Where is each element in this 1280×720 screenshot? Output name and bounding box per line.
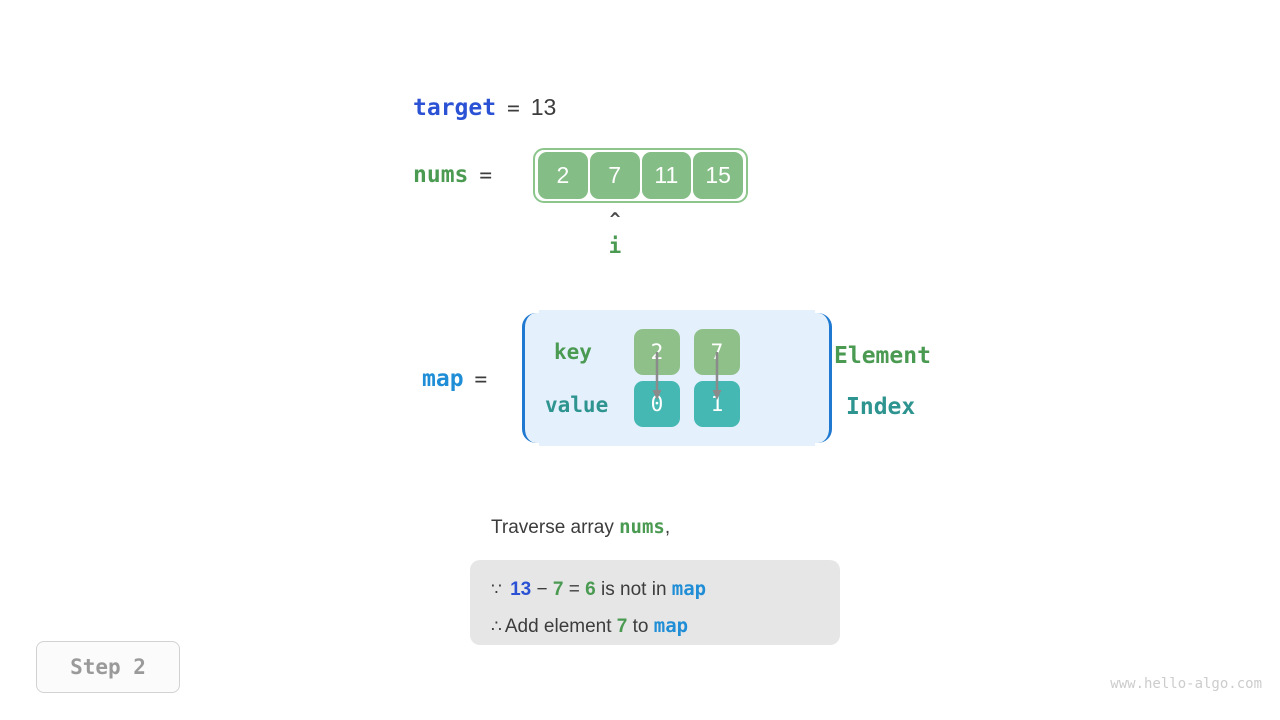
map-key-to-value-arrow-icon (652, 352, 662, 400)
index-pointer-caret-icon: ^ (609, 209, 621, 230)
nums-equals-sign: = (479, 163, 493, 187)
because-symbol-icon: ∵ (491, 580, 502, 599)
map-container-top-mask (539, 310, 815, 315)
therefore-symbol-icon: ∴ (491, 617, 502, 636)
caption-suffix: , (664, 517, 671, 538)
map-key-to-value-arrow-icon (712, 352, 722, 400)
explanation-added-element: 7 (616, 616, 628, 637)
explanation-map-keyword: map (671, 578, 707, 600)
array-cell: 7 (589, 152, 640, 199)
map-index-side-label: Index (846, 394, 916, 420)
explanation-line-2: ∴Add element 7 to map (491, 608, 840, 645)
step-badge: Step 2 (36, 641, 180, 693)
index-pointer-label: i (608, 234, 622, 258)
caption-prefix: Traverse array (491, 517, 620, 538)
explanation-current-element: 7 (552, 579, 564, 600)
map-key-cell: 7 (694, 329, 740, 375)
target-variable-name: target (413, 95, 497, 121)
explanation-complement-value: 6 (585, 579, 596, 600)
watermark: www.hello-algo.com (1110, 676, 1262, 692)
target-equals-sign: = (507, 96, 520, 120)
nums-array-frame: 2 7 11 15 (533, 148, 748, 203)
map-value-row-label: value (545, 393, 609, 417)
nums-variable-name: nums (413, 162, 469, 188)
array-cell: 2 (538, 152, 588, 199)
target-value: 13 (530, 94, 557, 120)
map-equals-sign: = (474, 367, 488, 391)
map-label-group: map = (422, 366, 487, 392)
map-key-row-label: key (554, 340, 592, 364)
explanation-map-keyword: map (653, 615, 689, 637)
array-cell: 11 (641, 152, 692, 199)
explanation-line-1: ∵ 13 − 7 = 6 is not in map (491, 571, 840, 608)
nums-label-wrap: nums = (413, 162, 533, 188)
target-row: target = 13 (413, 94, 556, 121)
explanation-box: ∵ 13 − 7 = 6 is not in map ∴Add element … (470, 560, 840, 645)
caption-line: Traverse array nums, (491, 516, 670, 539)
caption-nums-keyword: nums (619, 516, 665, 538)
map-element-side-label: Element (834, 343, 931, 369)
explanation-line-2-text-before: Add element (504, 616, 617, 637)
map-container-bottom-mask (539, 441, 815, 446)
explanation-equals-sign: = (568, 579, 580, 600)
explanation-line-1-text: is not in (601, 579, 672, 600)
map-variable-name: map (422, 366, 464, 392)
nums-row: nums = (413, 162, 533, 188)
explanation-minus-sign: − (536, 579, 548, 600)
explanation-line-2-text-mid: to (627, 616, 654, 637)
array-cell: 15 (693, 152, 743, 199)
explanation-target-value: 13 (510, 579, 532, 600)
